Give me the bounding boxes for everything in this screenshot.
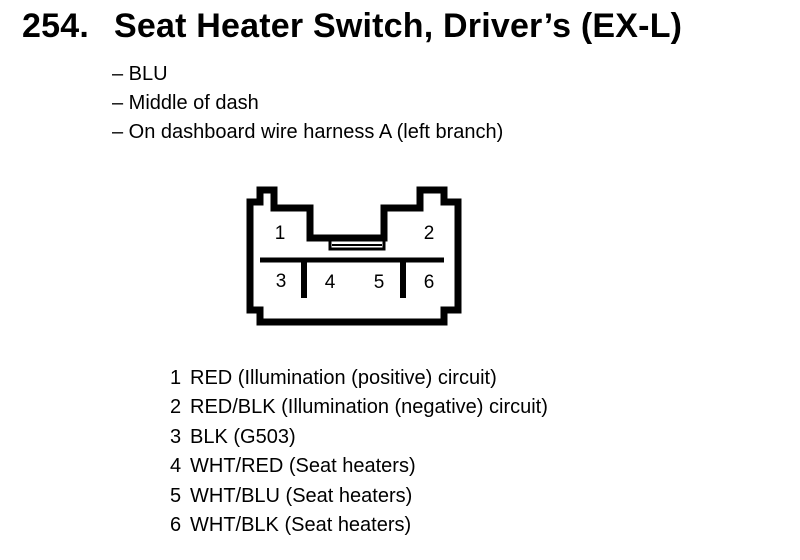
- detail-location: – Middle of dash: [112, 92, 259, 114]
- pin-list: 1 RED (Illumination (positive) circuit) 2…: [170, 364, 548, 540]
- pin-description: WHT/BLK (Seat heaters): [190, 514, 412, 537]
- connector-body: [246, 186, 462, 326]
- pin-number: 3: [170, 425, 182, 448]
- connector-diagram: 1 2 3 4 5 6: [246, 186, 462, 326]
- pin-description: RED/BLK (Illumination (negative) circuit…: [190, 396, 548, 419]
- pin-number: 6: [170, 514, 182, 537]
- page-title: 254. Seat Heater Switch, Driver’s (EX-L): [22, 4, 682, 48]
- pin-number: 5: [170, 484, 182, 507]
- pin-row: 3 BLK (G503): [170, 423, 548, 452]
- pin-number: 1: [170, 367, 182, 389]
- pin-description: WHT/BLU (Seat heaters): [190, 484, 413, 507]
- pin-description: RED (Illumination (positive) circuit): [190, 367, 497, 389]
- cavity-label-6: 6: [424, 272, 435, 293]
- pin-row: 2 RED/BLK (Illumination (negative) circui…: [170, 393, 548, 422]
- pin-description: WHT/RED (Seat heaters): [190, 455, 416, 478]
- pin-description: BLK (G503): [190, 425, 296, 448]
- cavity-label-5: 5: [374, 272, 385, 293]
- detail-color: – BLU: [112, 63, 168, 85]
- connector-details: – BLU – Middle of dash – On dashboard wi…: [112, 60, 503, 147]
- cavity-label-4: 4: [325, 272, 336, 293]
- pin-number: 2: [170, 396, 182, 419]
- pin-row: 6 WHT/BLK (Seat heaters): [170, 511, 548, 540]
- pin-row: 1 RED (Illumination (positive) circuit): [170, 364, 548, 393]
- cavity-label-3: 3: [276, 271, 287, 292]
- title-number: 254.: [22, 7, 89, 45]
- cavity-label-1: 1: [275, 223, 286, 244]
- pin-row: 4 WHT/RED (Seat heaters): [170, 452, 548, 481]
- title-text: Seat Heater Switch, Driver’s (EX-L): [114, 7, 683, 45]
- pin-row: 5 WHT/BLU (Seat heaters): [170, 482, 548, 511]
- pin-number: 4: [170, 455, 182, 478]
- cavity-label-2: 2: [424, 223, 435, 244]
- detail-harness: – On dashboard wire harness A (left bran…: [112, 121, 504, 143]
